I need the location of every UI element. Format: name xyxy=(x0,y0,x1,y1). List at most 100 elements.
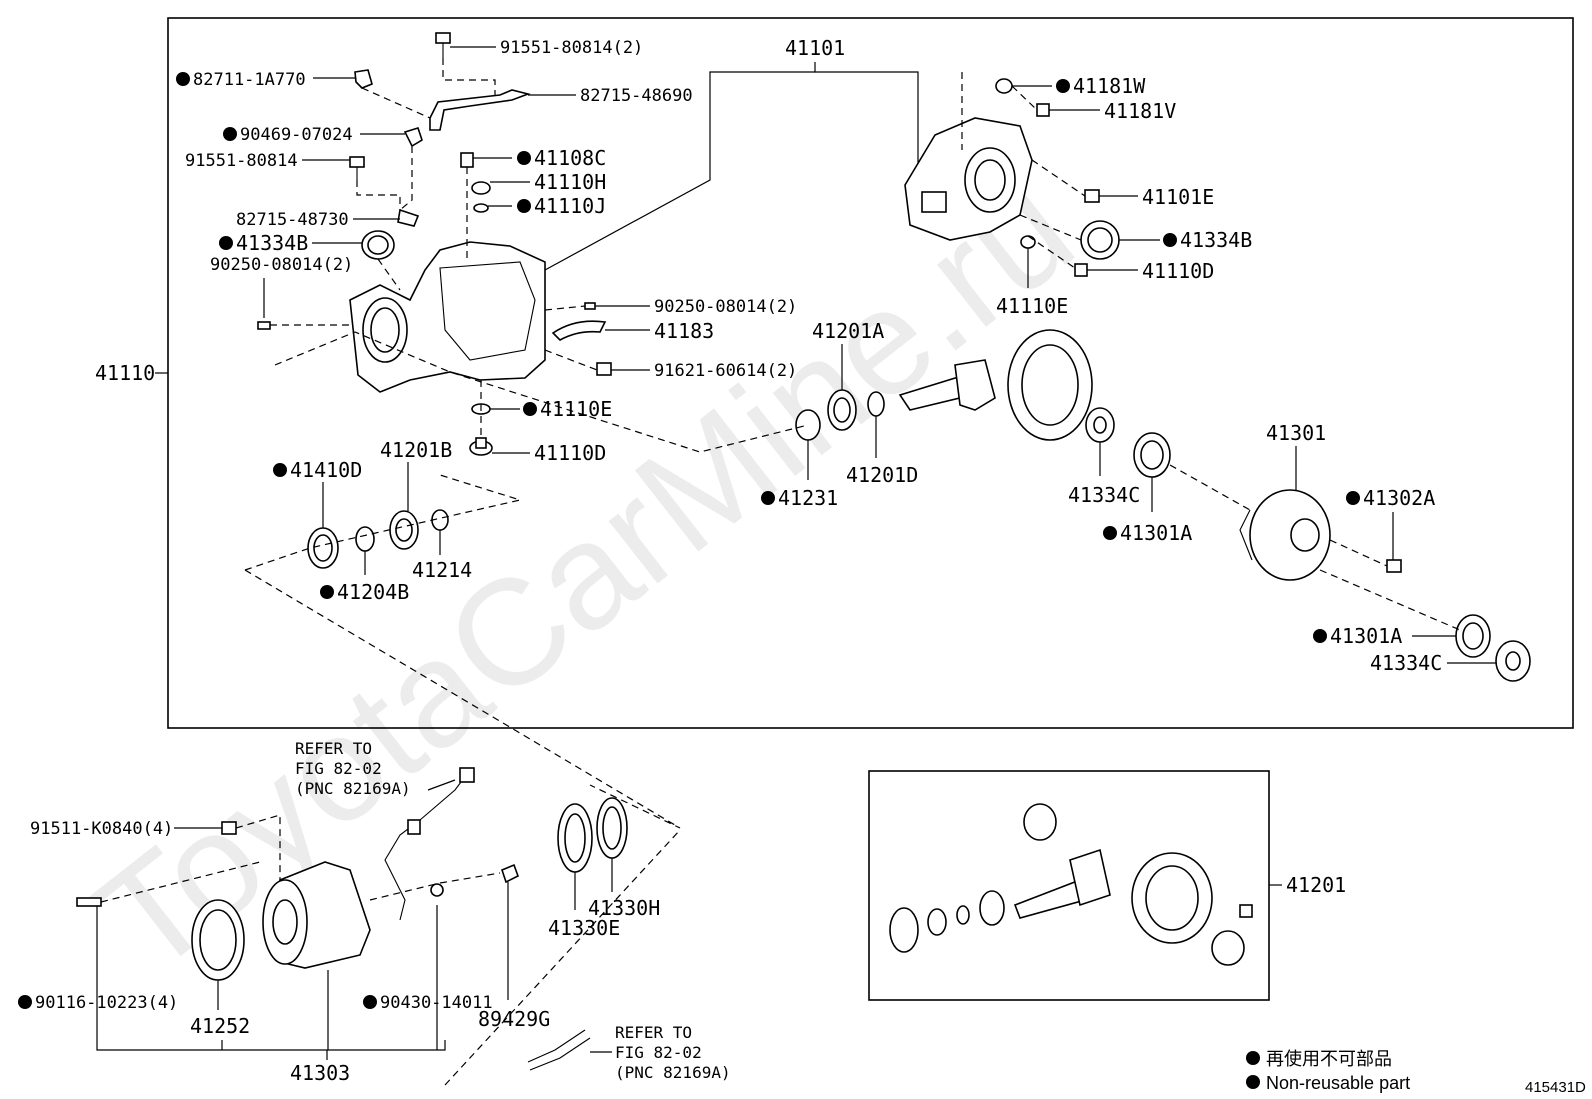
reference-note-lower[interactable]: REFER TO FIG 82-02 (PNC 82169A) xyxy=(590,1023,731,1082)
svg-text:90430-14011: 90430-14011 xyxy=(380,993,493,1013)
callout-41334B-right[interactable]: 41334B xyxy=(1119,228,1252,252)
gasket-90430 xyxy=(430,883,444,897)
callout-41334C-left[interactable]: 41334C xyxy=(1068,442,1140,507)
callout-90250-08014-2-right[interactable]: 90250-08014(2) xyxy=(595,297,797,317)
svg-text:41110D: 41110D xyxy=(534,441,606,465)
callout-41181V[interactable]: 41181V xyxy=(1049,99,1176,123)
callout-41183[interactable]: 41183 xyxy=(605,319,714,343)
plug-41108C xyxy=(460,152,474,168)
callout-82711-1A770[interactable]: 82711-1A770 xyxy=(176,70,355,90)
svg-text:90469-07024: 90469-07024 xyxy=(240,125,353,145)
plug-41110H xyxy=(471,181,491,195)
callout-90430-14011[interactable]: 90430-14011 xyxy=(363,993,493,1013)
callout-41301A-left[interactable]: 41301A xyxy=(1103,477,1192,545)
svg-text:FIG 82-02: FIG 82-02 xyxy=(295,759,382,778)
differential-case-41301 xyxy=(1239,489,1331,581)
stud-90116 xyxy=(76,897,102,907)
svg-text:REFER TO: REFER TO xyxy=(615,1023,692,1042)
bearing-41201A xyxy=(827,389,857,431)
bracket-82715-48690 xyxy=(429,89,531,131)
callout-41201D[interactable]: 41201D xyxy=(846,416,918,487)
svg-text:41303: 41303 xyxy=(290,1061,350,1085)
callout-41110E-right[interactable]: 41110E xyxy=(996,248,1068,318)
differential-carrier-housing xyxy=(349,241,546,393)
callout-41110H[interactable]: 41110H xyxy=(490,170,606,194)
gasket-41181W xyxy=(995,78,1013,94)
callout-41252[interactable]: 41252 xyxy=(190,980,250,1038)
pin-90250-right xyxy=(584,302,596,310)
callout-41108C[interactable]: 41108C xyxy=(473,146,606,170)
svg-text:41201D: 41201D xyxy=(846,463,918,487)
clip-82711 xyxy=(354,69,373,89)
callout-41334C-right[interactable]: 41334C xyxy=(1370,651,1496,675)
plug-41110D-right xyxy=(1074,263,1088,277)
svg-text:91511-K0840(4): 91511-K0840(4) xyxy=(30,819,173,839)
callout-41334B-left[interactable]: 41334B xyxy=(219,231,362,255)
callout-41302A[interactable]: 41302A xyxy=(1346,486,1435,560)
callout-89429G[interactable]: 89429G xyxy=(478,882,550,1031)
svg-text:41110E: 41110E xyxy=(996,294,1068,318)
callout-90469-07024[interactable]: 90469-07024 xyxy=(223,125,405,145)
seal-41334B-right xyxy=(1080,220,1120,260)
svg-text:(PNC 82169A): (PNC 82169A) xyxy=(295,779,411,798)
callout-82715-48730[interactable]: 82715-48730 xyxy=(236,210,400,230)
svg-text:41110J: 41110J xyxy=(534,194,606,218)
callout-41204B[interactable]: 41204B xyxy=(320,551,409,604)
callout-41231[interactable]: 41231 xyxy=(761,440,838,510)
bolt-top xyxy=(435,32,451,58)
svg-text:90116-10223(4): 90116-10223(4) xyxy=(35,993,178,1013)
svg-text:41334B: 41334B xyxy=(236,231,308,255)
legend-line-1: 再使用不可部品 xyxy=(1266,1049,1392,1069)
reference-note-upper[interactable]: REFER TO FIG 82-02 (PNC 82169A) xyxy=(295,739,456,798)
svg-text:41201A: 41201A xyxy=(812,319,884,343)
svg-text:41101E: 41101E xyxy=(1142,185,1214,209)
svg-text:41110: 41110 xyxy=(95,361,155,385)
callout-90250-08014-2-left[interactable]: 90250-08014(2) xyxy=(210,255,353,318)
gasket-41110J xyxy=(473,203,489,213)
callout-41410D[interactable]: 41410D xyxy=(273,458,362,528)
callout-41181W[interactable]: 41181W xyxy=(1012,74,1146,98)
callout-82715-48690[interactable]: 82715-48690 xyxy=(528,86,693,106)
bracket-82715-48730 xyxy=(397,208,420,227)
callout-41110D-bottom[interactable]: 41110D xyxy=(492,441,606,465)
ring-gear xyxy=(1007,329,1093,441)
callout-41101E[interactable]: 41101E xyxy=(1099,185,1214,209)
assembly-41201-label[interactable]: 41201 xyxy=(1269,873,1346,897)
svg-text:41334C: 41334C xyxy=(1068,483,1140,507)
callout-90116-10223-4[interactable]: 90116-10223(4) xyxy=(18,993,178,1013)
svg-text:91551-80814(2): 91551-80814(2) xyxy=(500,38,643,58)
bolt-91551 xyxy=(349,156,365,180)
callout-91551-80814-2[interactable]: 91551-80814(2) xyxy=(450,38,643,58)
assembly-41110-label[interactable]: 41110 xyxy=(95,361,168,385)
callout-41201B[interactable]: 41201B xyxy=(380,438,452,511)
callout-41110E-bottom[interactable]: 41110E xyxy=(490,397,612,421)
svg-text:41301A: 41301A xyxy=(1120,521,1192,545)
callout-91511-K0840-4[interactable]: 91511-K0840(4) xyxy=(30,819,222,839)
assembly-41101-label[interactable]: 41101 xyxy=(544,36,919,271)
callout-41110D-right[interactable]: 41110D xyxy=(1087,259,1214,283)
callout-41330H[interactable]: 41330H xyxy=(588,858,660,920)
callout-41201A[interactable]: 41201A xyxy=(812,319,884,390)
washer-41334C-right xyxy=(1495,640,1531,682)
callout-41301A-right[interactable]: 41301A xyxy=(1313,624,1456,648)
gear-kit-parts xyxy=(889,803,1253,966)
lower-hose xyxy=(527,1029,591,1071)
assembly-41303-label[interactable]: 41303 xyxy=(96,900,446,1085)
legend-dot-2 xyxy=(1246,1075,1260,1089)
svg-text:FIG 82-02: FIG 82-02 xyxy=(615,1043,702,1062)
svg-text:41181W: 41181W xyxy=(1073,74,1146,98)
seal-41330H xyxy=(596,797,628,859)
svg-text:41204B: 41204B xyxy=(337,580,409,604)
plug-41110D-bottom xyxy=(469,437,493,456)
callout-41214[interactable]: 41214 xyxy=(412,530,472,582)
svg-text:91621-60614(2): 91621-60614(2) xyxy=(654,361,797,381)
svg-text:41110E: 41110E xyxy=(540,397,612,421)
callout-91551-80814[interactable]: 91551-80814 xyxy=(185,151,350,171)
callout-41330E[interactable]: 41330E xyxy=(548,872,620,940)
bolt-41101E xyxy=(1084,189,1100,203)
callout-41301[interactable]: 41301 xyxy=(1266,421,1326,490)
svg-text:41334B: 41334B xyxy=(1180,228,1252,252)
bearing-41301A-left xyxy=(1133,432,1171,478)
callout-91621-60614-2[interactable]: 91621-60614(2) xyxy=(611,361,797,381)
callout-41110J[interactable]: 41110J xyxy=(488,194,606,218)
